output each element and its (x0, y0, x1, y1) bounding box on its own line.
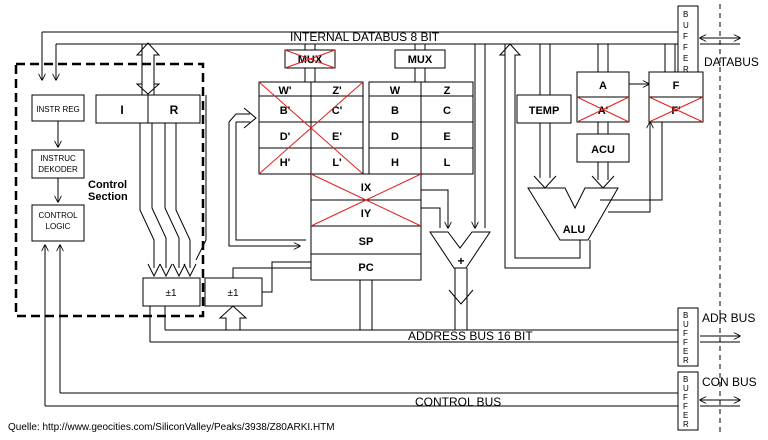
svg-text:I: I (120, 103, 123, 117)
alu-block: ALU (527, 187, 619, 241)
internal-databus-label: INTERNAL DATABUS 8 BIT (290, 30, 440, 44)
svg-text:C': C' (332, 105, 343, 117)
alt-register-file: W' Z' B' C' D' E' H' L' (258, 81, 364, 175)
svg-text:IX: IX (361, 182, 372, 194)
svg-text:DEKODER: DEKODER (38, 165, 78, 174)
con-bus-label: CON BUS (702, 375, 757, 389)
svg-text:F: F (683, 393, 688, 402)
svg-text:B': B' (280, 105, 291, 117)
control-section-title: Control (88, 179, 127, 191)
source-credit: Quelle: http://www.geocities.com/Silicon… (8, 422, 335, 433)
svg-text:B: B (683, 10, 688, 19)
svg-text:IY: IY (361, 208, 372, 220)
databus-label: DATABUS (704, 55, 759, 69)
svg-text:U: U (683, 384, 689, 393)
svg-text:H': H' (280, 157, 291, 169)
svg-text:B: B (683, 311, 688, 320)
svg-text:E': E' (332, 131, 342, 143)
address-bus: ADDRESS BUS 16 BIT (150, 329, 680, 343)
svg-text:F: F (683, 402, 688, 411)
svg-text:ALU: ALU (563, 224, 586, 236)
svg-text:INSTR REG: INSTR REG (36, 105, 80, 114)
svg-text:±1: ±1 (227, 288, 238, 299)
svg-text:A': A' (598, 105, 609, 117)
control-bus: CONTROL BUS (45, 392, 680, 409)
svg-text:B: B (683, 375, 688, 384)
svg-text:MUX: MUX (408, 54, 433, 66)
svg-text:F: F (683, 329, 688, 338)
instruction-decoder-box: INSTRUC DEKODER (31, 149, 85, 179)
svg-text:R: R (683, 356, 689, 365)
svg-text:CONTROL: CONTROL (38, 211, 78, 220)
svg-text:E: E (683, 347, 688, 356)
index-registers: IX IY SP PC (310, 173, 422, 281)
temp-register: TEMP (516, 94, 572, 124)
mux-alt: MUX (284, 49, 336, 69)
svg-text:Z': Z' (332, 85, 342, 97)
control-bus-label: CONTROL BUS (415, 395, 501, 409)
mux-main: MUX (394, 49, 446, 69)
svg-text:U: U (683, 320, 689, 329)
svg-text:D': D' (280, 131, 291, 143)
svg-text:W: W (390, 85, 401, 97)
svg-text:L: L (444, 157, 451, 169)
svg-text:E: E (443, 131, 450, 143)
svg-text:W': W' (279, 85, 292, 97)
svg-text:LOGIC: LOGIC (46, 222, 71, 231)
incrementer-right: ±1 (204, 277, 263, 307)
svg-text:±1: ±1 (165, 288, 176, 299)
svg-text:PC: PC (358, 262, 373, 274)
svg-text:E: E (683, 411, 688, 420)
svg-text:ACU: ACU (591, 144, 615, 156)
svg-text:D: D (391, 131, 399, 143)
svg-text:F: F (683, 338, 688, 347)
svg-text:INSTRUC: INSTRUC (40, 154, 76, 163)
acu-register: ACU (576, 133, 630, 163)
svg-text:Z: Z (444, 85, 451, 97)
svg-text:E: E (683, 54, 688, 63)
control-logic-box: CONTROL LOGIC (31, 204, 85, 242)
svg-text:L': L' (332, 157, 342, 169)
buffer-control: B U F F E R (677, 371, 699, 431)
i-r-register: I R (95, 94, 201, 124)
svg-text:U: U (683, 21, 689, 30)
svg-text:R: R (683, 420, 689, 429)
main-register-file: W Z B C D E H L (368, 81, 474, 175)
control-section-frame (14, 62, 205, 318)
address-bus-label: ADDRESS BUS 16 BIT (408, 329, 533, 343)
accumulator-register: A A' (576, 71, 630, 123)
svg-text:A: A (599, 80, 607, 92)
svg-text:F': F' (671, 105, 681, 117)
svg-text:F: F (683, 43, 688, 52)
incrementer-left: ±1 (142, 277, 201, 307)
svg-text:F: F (683, 32, 688, 41)
svg-text:SP: SP (359, 236, 374, 248)
svg-text:H: H (391, 157, 399, 169)
svg-text:F: F (673, 80, 680, 92)
svg-text:C: C (443, 105, 451, 117)
address-adder: + (429, 231, 491, 269)
instr-reg-box: INSTR REG (31, 94, 85, 122)
svg-text:R: R (683, 65, 689, 74)
svg-text:TEMP: TEMP (529, 105, 560, 117)
svg-text:R: R (170, 103, 179, 117)
flags-register: F F' (648, 71, 704, 123)
svg-text:+: + (457, 254, 464, 268)
adr-bus-label: ADR BUS (702, 311, 755, 325)
svg-text:B: B (391, 105, 399, 117)
buffer-address: B U F F E R (677, 307, 699, 367)
control-section-title-2: Section (88, 191, 128, 203)
internal-databus: INTERNAL DATABUS 8 BIT (42, 30, 680, 45)
buffer-databus: B U F F E R (677, 5, 699, 75)
